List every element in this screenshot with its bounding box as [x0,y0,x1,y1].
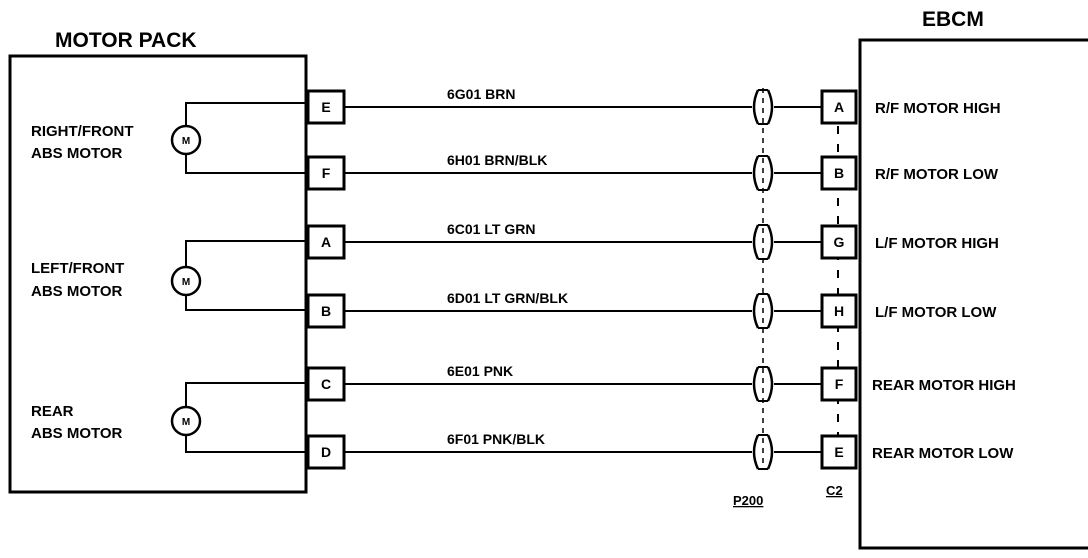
ebcm-function-label: REAR MOTOR HIGH [872,377,1016,394]
c2-label: C2 [826,483,843,498]
circuit-row: F B 6H01 BRN/BLK R/F MOTOR LOW [306,152,999,191]
right-pin-label: G [834,234,845,250]
left-pin-label: B [321,303,331,319]
right-pin-box [820,89,858,125]
circuit-row: C F 6E01 PNK REAR MOTOR HIGH [306,363,1016,402]
left-pin-box [306,224,346,260]
motor-label-line1: LEFT/FRONT [31,260,124,277]
motor-rear: M REAR ABS MOTOR [31,382,306,453]
wire-label: 6C01 LT GRN [447,221,535,237]
p200-terminal-icon [752,366,760,402]
right-pin-label: B [834,165,844,181]
motor-pack-title: MOTOR PACK [55,29,197,52]
p200-terminal-icon [766,89,774,125]
p200-label: P200 [733,493,763,508]
motor-symbol-label: M [182,136,190,147]
p200-terminal-icon [766,366,774,402]
motor-label-line1: RIGHT/FRONT [31,123,134,140]
wire-label: 6H01 BRN/BLK [447,152,547,168]
motor-symbol-icon [170,124,202,156]
circuit-row: E A 6G01 BRN R/F MOTOR HIGH [306,86,1001,125]
ebcm-function-label: L/F MOTOR LOW [875,304,997,321]
p200-terminal-icon [752,155,760,191]
left-pin-label: C [321,376,331,392]
left-pin-box [306,155,346,191]
left-pin-box [306,293,346,329]
p200-terminal-icon [766,434,774,470]
p200-terminal-icon [766,155,774,191]
motor-symbol-icon [170,405,202,437]
left-pin-label: A [321,234,331,250]
right-pin-label: H [834,303,844,319]
right-pin-label: A [834,99,844,115]
motor-symbol-label: M [182,417,190,428]
left-pin-label: E [321,99,330,115]
left-pin-box [306,366,346,402]
ebcm-function-label: R/F MOTOR LOW [875,166,999,183]
left-pin-label: D [321,444,331,460]
motor-label-line1: REAR [31,403,74,420]
circuit-row: D E 6F01 PNK/BLK REAR MOTOR LOW [306,431,1014,470]
ebcm-function-label: R/F MOTOR HIGH [875,100,1001,117]
left-pin-label: F [322,165,331,181]
motor-pack-box [8,54,308,494]
right-pin-box [820,155,858,191]
right-pin-label: F [835,376,844,392]
ebcm-title: EBCM [922,8,984,31]
motor-label-line2: ABS MOTOR [31,283,123,300]
left-pin-box [306,89,346,125]
motor-label-line2: ABS MOTOR [31,425,123,442]
p200-terminal-icon [752,89,760,125]
motor-right-front: M RIGHT/FRONT ABS MOTOR [31,102,306,174]
p200-terminal-icon [752,434,760,470]
circuit-row: B H 6D01 LT GRN/BLK L/F MOTOR LOW [306,290,997,329]
motor-left-front: M LEFT/FRONT ABS MOTOR [31,240,306,311]
p200-terminal-icon [766,293,774,329]
ebcm-function-label: REAR MOTOR LOW [872,445,1014,462]
right-pin-label: E [834,444,843,460]
right-pin-box [820,293,858,329]
motor-label-line2: ABS MOTOR [31,145,123,162]
wire-label: 6D01 LT GRN/BLK [447,290,568,306]
left-pin-box [306,434,346,470]
ebcm-function-label: L/F MOTOR HIGH [875,235,999,252]
p200-terminal-icon [752,224,760,260]
motor-symbol-icon [170,265,202,297]
wire-label: 6G01 BRN [447,86,515,102]
p200-terminal-icon [752,293,760,329]
ebcm-box [858,38,1088,550]
circuit-row: A G 6C01 LT GRN L/F MOTOR HIGH [306,221,999,260]
wire-label: 6E01 PNK [447,363,513,379]
wire-label: 6F01 PNK/BLK [447,431,545,447]
motor-symbol-label: M [182,277,190,288]
right-pin-box [820,224,858,260]
right-pin-box [820,434,858,470]
p200-terminal-icon [766,224,774,260]
right-pin-box [820,366,858,402]
